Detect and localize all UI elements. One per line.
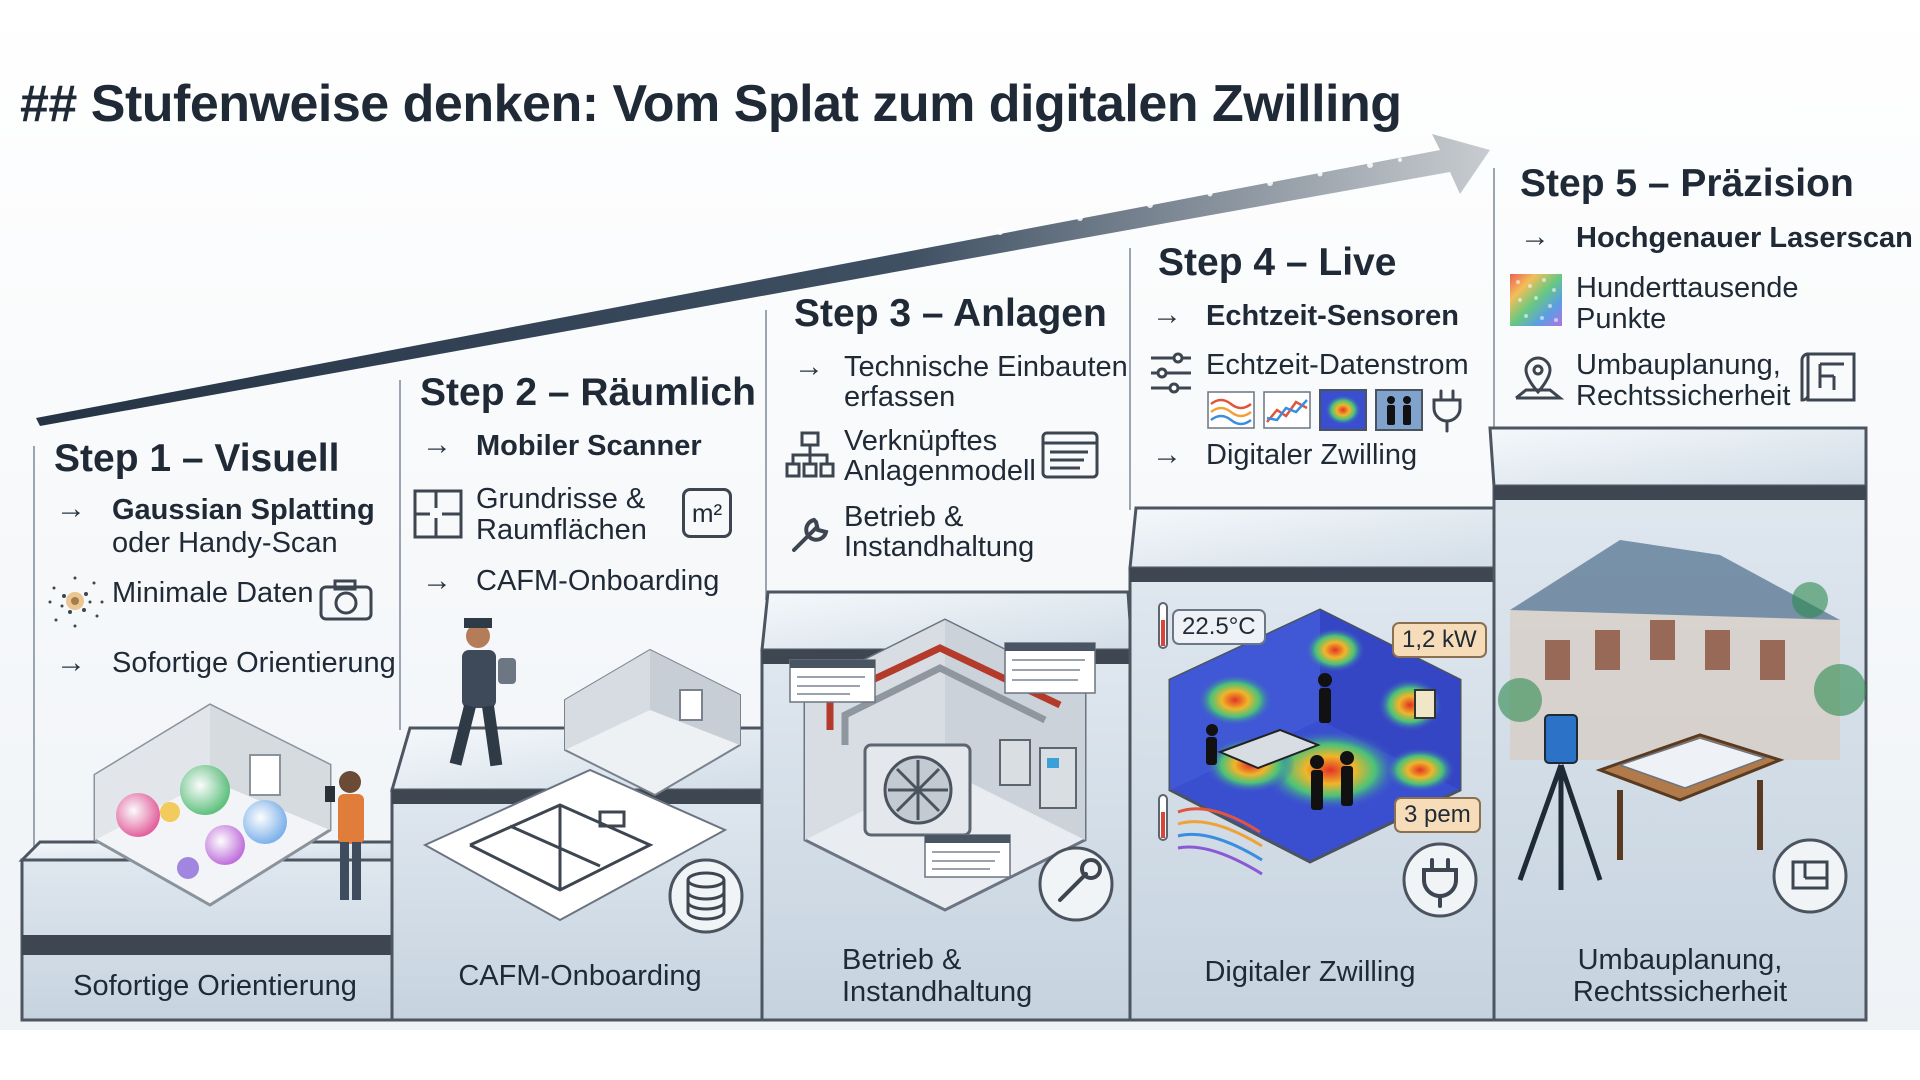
page-title: ## Stufenweise denken: Vom Splat zum dig… — [20, 75, 1402, 133]
step-1-heading: Step 1 – Visuell — [54, 437, 340, 480]
step-3-ops: Betrieb & — [844, 501, 964, 533]
step-1-base-label: Sofortige Orientierung — [73, 970, 357, 1002]
plug-icon — [1432, 389, 1462, 433]
step-2-benefit: CAFM-Onboarding — [476, 565, 720, 597]
hierarchy-icon — [785, 431, 835, 478]
step-1-method: Gaussian Splatting — [112, 494, 375, 526]
point-cloud-icon — [1510, 274, 1562, 326]
people-icon — [1375, 389, 1423, 431]
step-3-capture-2: erfassen — [844, 381, 956, 413]
camera-icon — [319, 579, 373, 621]
step-4-stream: Echtzeit-Datenstrom — [1206, 349, 1469, 381]
wave-chart-icon — [1207, 391, 1255, 429]
arrow-icon: → — [1152, 438, 1182, 471]
step-2-method: Mobiler Scanner — [476, 430, 702, 462]
map-pin-icon — [1515, 356, 1564, 400]
step-3-capture: Technische Einbauten — [844, 351, 1128, 383]
arrow-icon: → — [794, 350, 824, 383]
blueprint-icon — [1800, 352, 1856, 402]
step-3-heading: Step 3 – Anlagen — [794, 292, 1107, 335]
step-5-base-label-2: Rechtssicherheit — [1572, 976, 1788, 1008]
step-5-legal: Rechtssicherheit — [1576, 380, 1791, 412]
step-5-heading: Step 5 – Präzision — [1520, 162, 1854, 205]
arrow-icon: → — [56, 492, 86, 525]
arrow-icon: → — [422, 564, 452, 597]
step-4-sensors: Echtzeit-Sensoren — [1206, 300, 1459, 332]
power-tag: 1,2 kW — [1392, 622, 1487, 658]
step-2-plans: Grundrisse & — [476, 483, 646, 515]
step-5-base-label-1: Umbauplanung, — [1577, 944, 1783, 976]
step-3-ops-2: Instandhaltung — [844, 531, 1035, 563]
step-1-benefit: Sofortige Orientierung — [112, 647, 396, 679]
step-1-method-alt: oder Handy-Scan — [112, 527, 338, 559]
arrow-icon: → — [56, 646, 86, 679]
arrow-icon: → — [1152, 298, 1182, 331]
square-meter-icon: m² — [682, 488, 732, 538]
heatmap-icon — [1319, 389, 1367, 431]
step-2-base-label: CAFM-Onboarding — [458, 960, 702, 992]
data-window-icon — [1041, 431, 1099, 479]
temperature-tag: 22.5°C — [1172, 609, 1266, 645]
step-4-twin: Digitaler Zwilling — [1206, 439, 1418, 471]
arrow-icon: → — [422, 428, 452, 461]
step-4-base-label: Digitaler Zwilling — [1204, 956, 1416, 988]
database-badge — [668, 858, 744, 934]
step-4-heading: Step 4 – Live — [1158, 241, 1397, 284]
step-5-planning: Umbauplanung, — [1576, 349, 1781, 381]
step-3-base-label-1: Betrieb & — [842, 944, 962, 976]
step-2-heading: Step 2 – Räumlich — [420, 371, 756, 414]
step-2-areas: Raumflächen — [476, 514, 647, 546]
splat-dots-icon — [48, 576, 104, 628]
arrow-icon: → — [1520, 220, 1550, 253]
step-3-base-label-2: Instandhaltung — [842, 976, 1033, 1008]
sliders-icon — [1151, 352, 1191, 394]
step-5-method: Hochgenauer Laserscan — [1576, 222, 1913, 254]
line-chart-icon — [1263, 391, 1311, 429]
floorplan-icon — [413, 489, 463, 539]
wrench-icon — [792, 517, 829, 552]
step-3-model: Verknüpftes — [844, 425, 998, 457]
step-3-model-2: Anlagenmodell — [844, 455, 1036, 487]
step-5-points: Hunderttausende — [1576, 272, 1799, 304]
step-5-points-2: Punkte — [1576, 303, 1667, 335]
step-1-data: Minimale Daten — [112, 577, 314, 609]
people-count-tag: 3 pem — [1394, 797, 1481, 833]
